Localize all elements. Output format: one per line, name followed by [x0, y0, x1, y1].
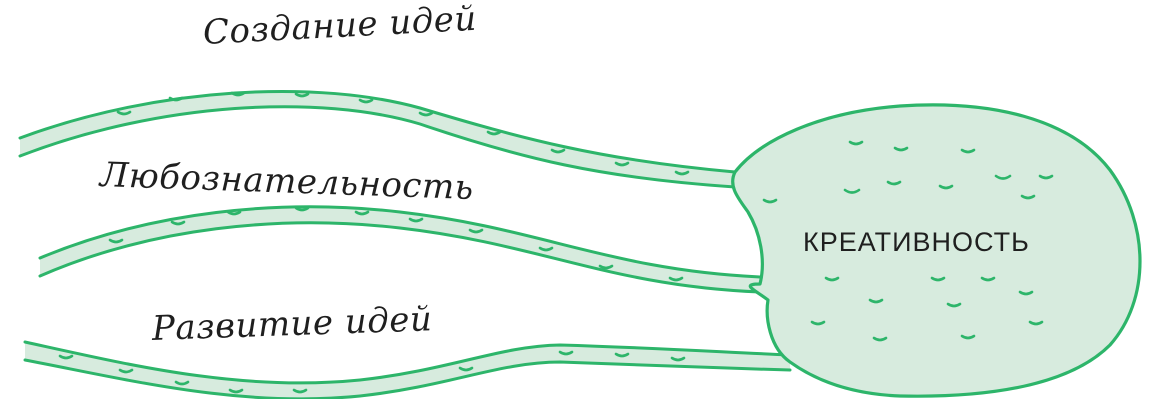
branch-2-lower-edge [38, 221, 762, 294]
branch-1-lower-edge [18, 105, 737, 189]
branch-3-upper-edge [23, 340, 792, 385]
branch-curiosity [38, 205, 762, 294]
blob-dashes [762, 140, 1054, 342]
creativity-blob [731, 103, 1142, 398]
branch-1-dashes [116, 91, 690, 176]
branch-2-upper-edge [38, 205, 762, 279]
center-label-creativity: КРЕАТИВНОСТЬ [803, 227, 1030, 257]
branch-3-dashes [58, 350, 686, 394]
branch-2-dashes [108, 206, 684, 282]
branch-label-developing-ideas: Развитие идей [151, 299, 433, 349]
branch-1-upper-edge [18, 89, 737, 174]
branch-creating-ideas [18, 89, 737, 189]
branch-developing-ideas [23, 340, 792, 399]
branch-3-lower-edge [23, 358, 792, 399]
